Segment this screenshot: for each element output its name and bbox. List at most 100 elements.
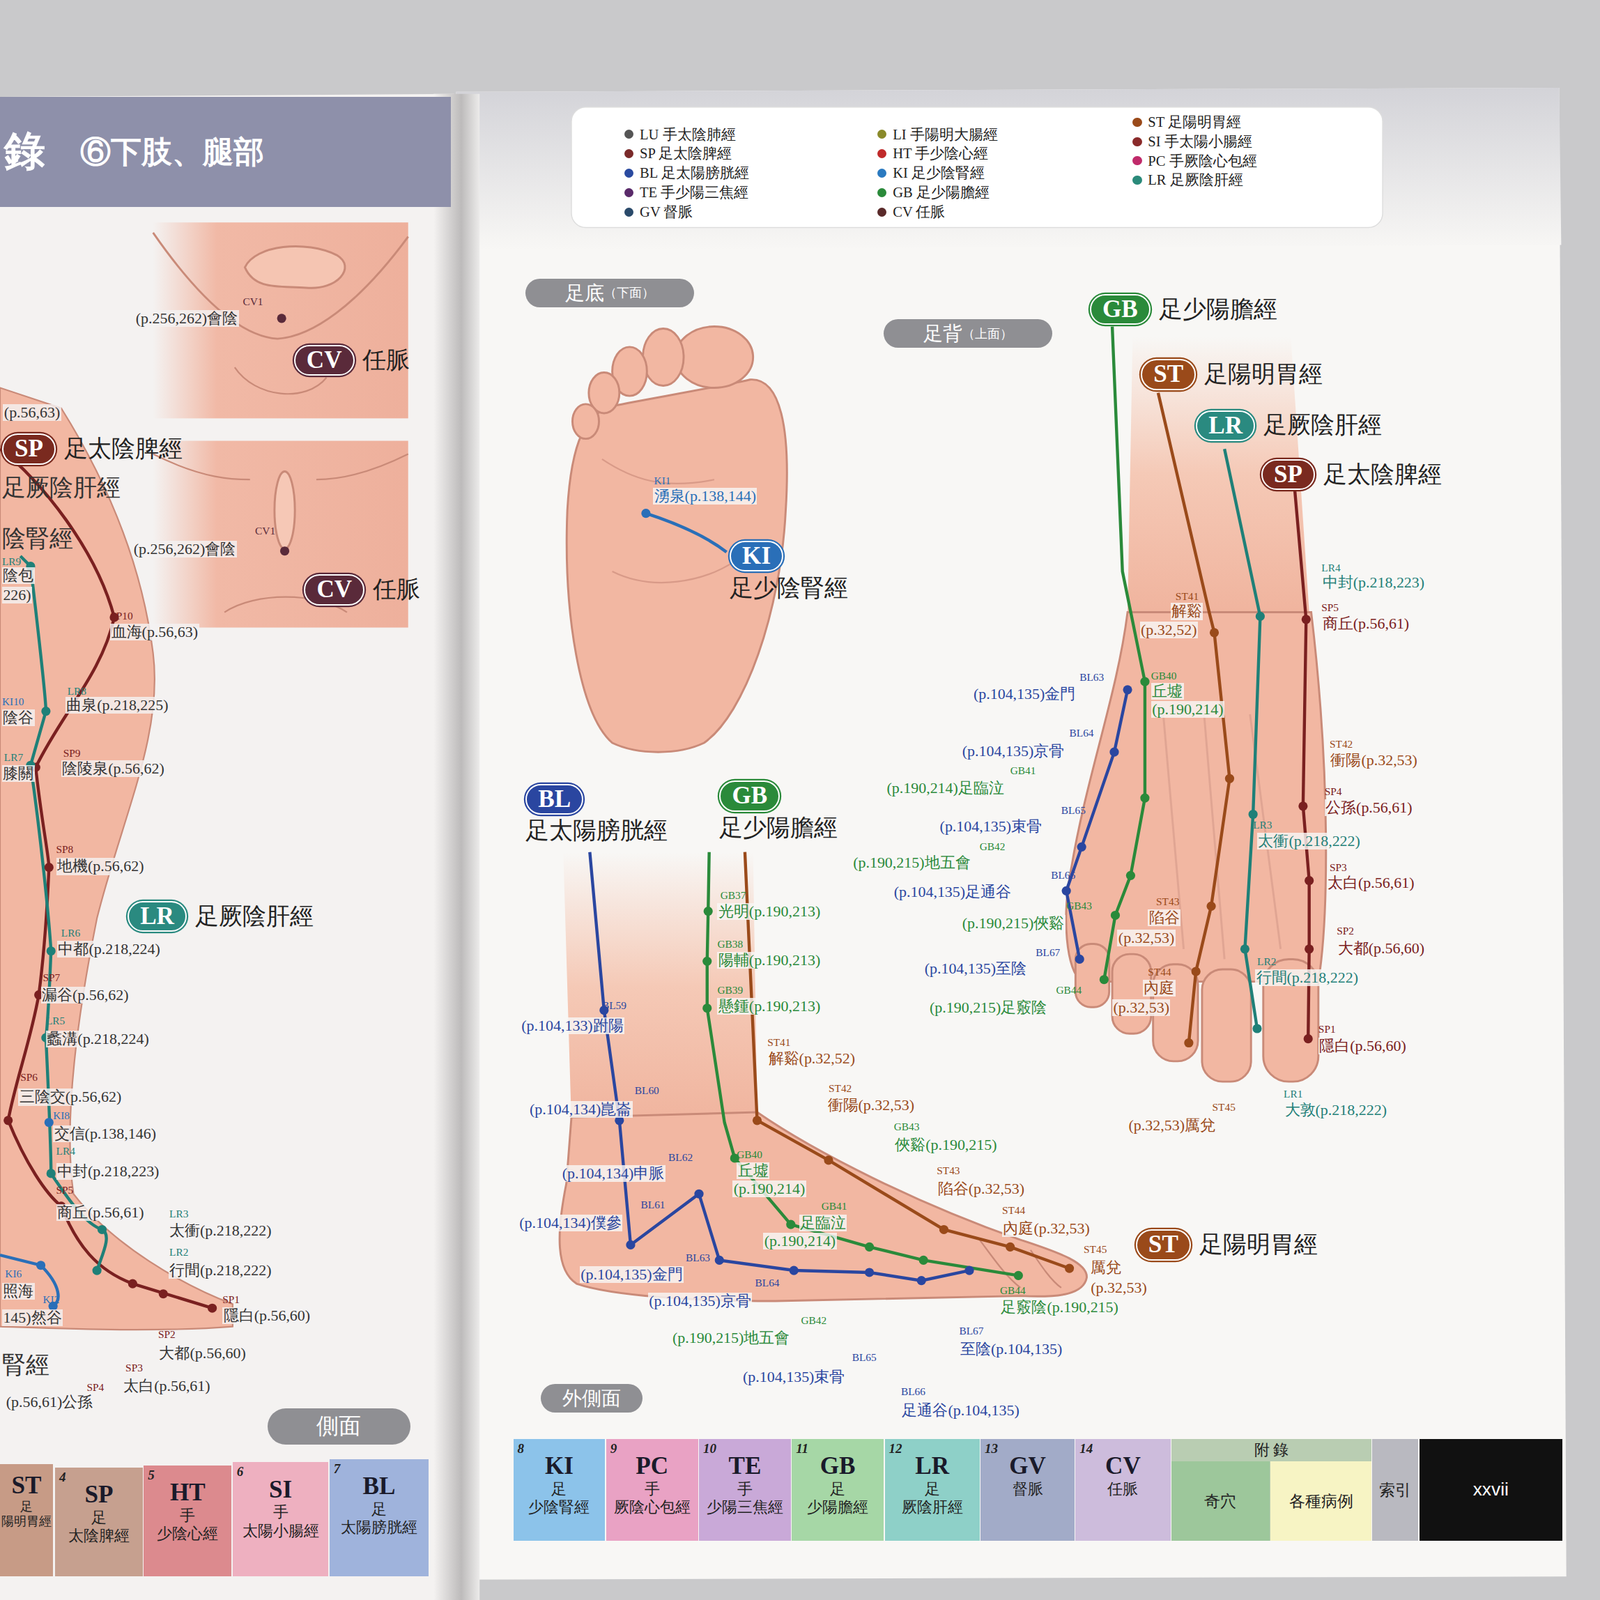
- point-name: 中封(p.218,223): [56, 1163, 161, 1180]
- point-code: GB39: [717, 984, 743, 997]
- point-name: 衝陽(p.32,53): [826, 1096, 915, 1114]
- legend-text: LI 手陽明大腸經: [892, 126, 998, 143]
- point-name: 隱白(p.56,60): [222, 1307, 311, 1325]
- point-code: LR9: [2, 556, 21, 568]
- chapter-tab: 8KI足少陰腎經: [513, 1439, 606, 1541]
- point-code: LR2: [169, 1246, 189, 1259]
- tab-text: 足: [829, 1480, 846, 1499]
- badge-code: CV: [294, 344, 355, 376]
- badge-code: SP: [1261, 459, 1315, 490]
- point-name: 丘墟: [736, 1162, 770, 1180]
- point-code: BL67: [1035, 947, 1060, 959]
- point-code: KI1: [654, 475, 672, 488]
- point-code: SP2: [1336, 925, 1355, 938]
- point-name: 照海: [2, 1282, 35, 1300]
- tab-text: 足: [551, 1480, 567, 1499]
- point-name: (p.104,134)僕參: [518, 1214, 623, 1232]
- channel-name: 足少陽膽經: [1158, 296, 1278, 324]
- tab-text: 太陽膀胱經: [340, 1518, 418, 1537]
- tab-code: HT: [170, 1479, 206, 1507]
- point-code: ST43: [936, 1165, 960, 1178]
- badge-code: LR: [127, 901, 187, 932]
- point-name: (p.190,215)俠谿: [960, 914, 1065, 932]
- point-code: GB37: [720, 889, 747, 902]
- tab-number: 9: [610, 1441, 618, 1457]
- chapter-tab: 7BL足太陽膀胱經: [329, 1459, 429, 1577]
- point-name: 行間(p.218,222): [168, 1262, 273, 1279]
- point-code: BL67: [958, 1325, 984, 1338]
- channel-name: 任脈: [362, 347, 410, 375]
- tab-number: 12: [888, 1441, 902, 1457]
- point-code: BL64: [1069, 727, 1095, 740]
- point-name: 中封(p.218,223): [1321, 574, 1426, 591]
- point-code: ST41: [1175, 590, 1199, 603]
- tab-text: 足: [371, 1500, 387, 1519]
- point-name: (p.32,52): [1140, 621, 1198, 639]
- legend-entry: KI 足少陰腎經: [877, 165, 985, 182]
- badge-code: GB: [1089, 294, 1151, 325]
- tab-text: 任脈: [1107, 1480, 1138, 1499]
- point-name: 三陰交(p.56,62): [18, 1088, 122, 1106]
- tab-number: 6: [236, 1464, 244, 1480]
- badge-code: KI: [729, 540, 784, 572]
- tab-text: 手: [737, 1480, 753, 1499]
- legend-text: GB 足少陽膽經: [892, 184, 990, 201]
- point-code: SP7: [43, 972, 61, 984]
- tab-code: KI: [544, 1452, 574, 1481]
- point-code: GB41: [1010, 765, 1037, 778]
- point-name: (p.104,135)京骨: [960, 742, 1065, 760]
- chapter-tab: 13GV督脈: [980, 1439, 1075, 1541]
- point-name: 懸鍾(p.190,213): [717, 997, 821, 1015]
- point-name: 商丘(p.56,61): [56, 1204, 145, 1221]
- tab-code: SP: [85, 1481, 114, 1509]
- point-code: SP3: [125, 1362, 143, 1375]
- point-code: ST42: [828, 1082, 852, 1095]
- tab-code: CV: [1105, 1452, 1141, 1481]
- point-code: GB38: [717, 938, 743, 951]
- tab-text: 厥陰肝經: [901, 1498, 964, 1517]
- point-name: 隱白(p.56,60): [1318, 1037, 1407, 1055]
- point-code: CV1: [243, 296, 264, 309]
- point-name: 足通谷(p.104,135): [901, 1402, 1021, 1419]
- point-name: 丘墟: [1151, 682, 1184, 700]
- legend-text: BL 足太陽膀胱經: [639, 165, 750, 182]
- badge-code: GB: [719, 780, 780, 812]
- channel-name: 足厥陰肝經: [1263, 411, 1382, 440]
- chapter-tab: 4SP足太陰脾經: [55, 1467, 143, 1578]
- tab-text: 少陰腎經: [528, 1498, 590, 1517]
- legend-entry: LR 足厥陰肝經: [1132, 172, 1243, 189]
- legend-entry: CV 任脈: [877, 204, 945, 221]
- appendix-sub-tab: 奇穴: [1171, 1461, 1270, 1541]
- tab-number: 7: [333, 1461, 341, 1477]
- point-name: 內庭: [1142, 979, 1176, 997]
- point-code: SP1: [222, 1294, 240, 1306]
- tab-number: 5: [147, 1467, 155, 1483]
- chapter-tab: ST足陽明胃經: [0, 1464, 53, 1577]
- tab-number: 10: [703, 1441, 717, 1457]
- tab-text: 陽明胃經: [1, 1514, 52, 1529]
- point-name: 光明(p.190,213): [717, 903, 821, 920]
- legend-swatch: [877, 207, 887, 217]
- point-name: 145)然谷: [2, 1309, 63, 1327]
- legend-swatch: [624, 149, 634, 159]
- point-code: LR2: [1257, 956, 1276, 968]
- view-title: 足背: [923, 320, 963, 347]
- point-name: (p.190,215)足竅陰: [928, 999, 1049, 1017]
- channel-name: 足太陰脾經: [1323, 461, 1442, 489]
- legend-swatch: [1132, 137, 1142, 147]
- point-code: ST43: [1156, 896, 1180, 909]
- point-code: LR3: [169, 1208, 189, 1221]
- badge-code: SP: [2, 433, 56, 465]
- point-code: SP10: [110, 610, 133, 623]
- point-name: 中都(p.218,224): [57, 940, 161, 958]
- point-code: ST45: [1083, 1243, 1107, 1256]
- channel-name: 足厥陰肝經: [2, 474, 121, 501]
- page-number-tab: xxvii: [1419, 1439, 1563, 1541]
- point-name: (p.32,53): [1117, 929, 1175, 947]
- point-code: KI2: [43, 1294, 60, 1306]
- point-name: 衝陽(p.32,53): [1329, 751, 1419, 769]
- point-name: (p.104,135)束骨: [938, 818, 1043, 835]
- point-name: 太衝(p.218,222): [1257, 832, 1361, 850]
- legend-entry: LI 手陽明大腸經: [877, 126, 998, 143]
- point-code: LR3: [1252, 819, 1272, 832]
